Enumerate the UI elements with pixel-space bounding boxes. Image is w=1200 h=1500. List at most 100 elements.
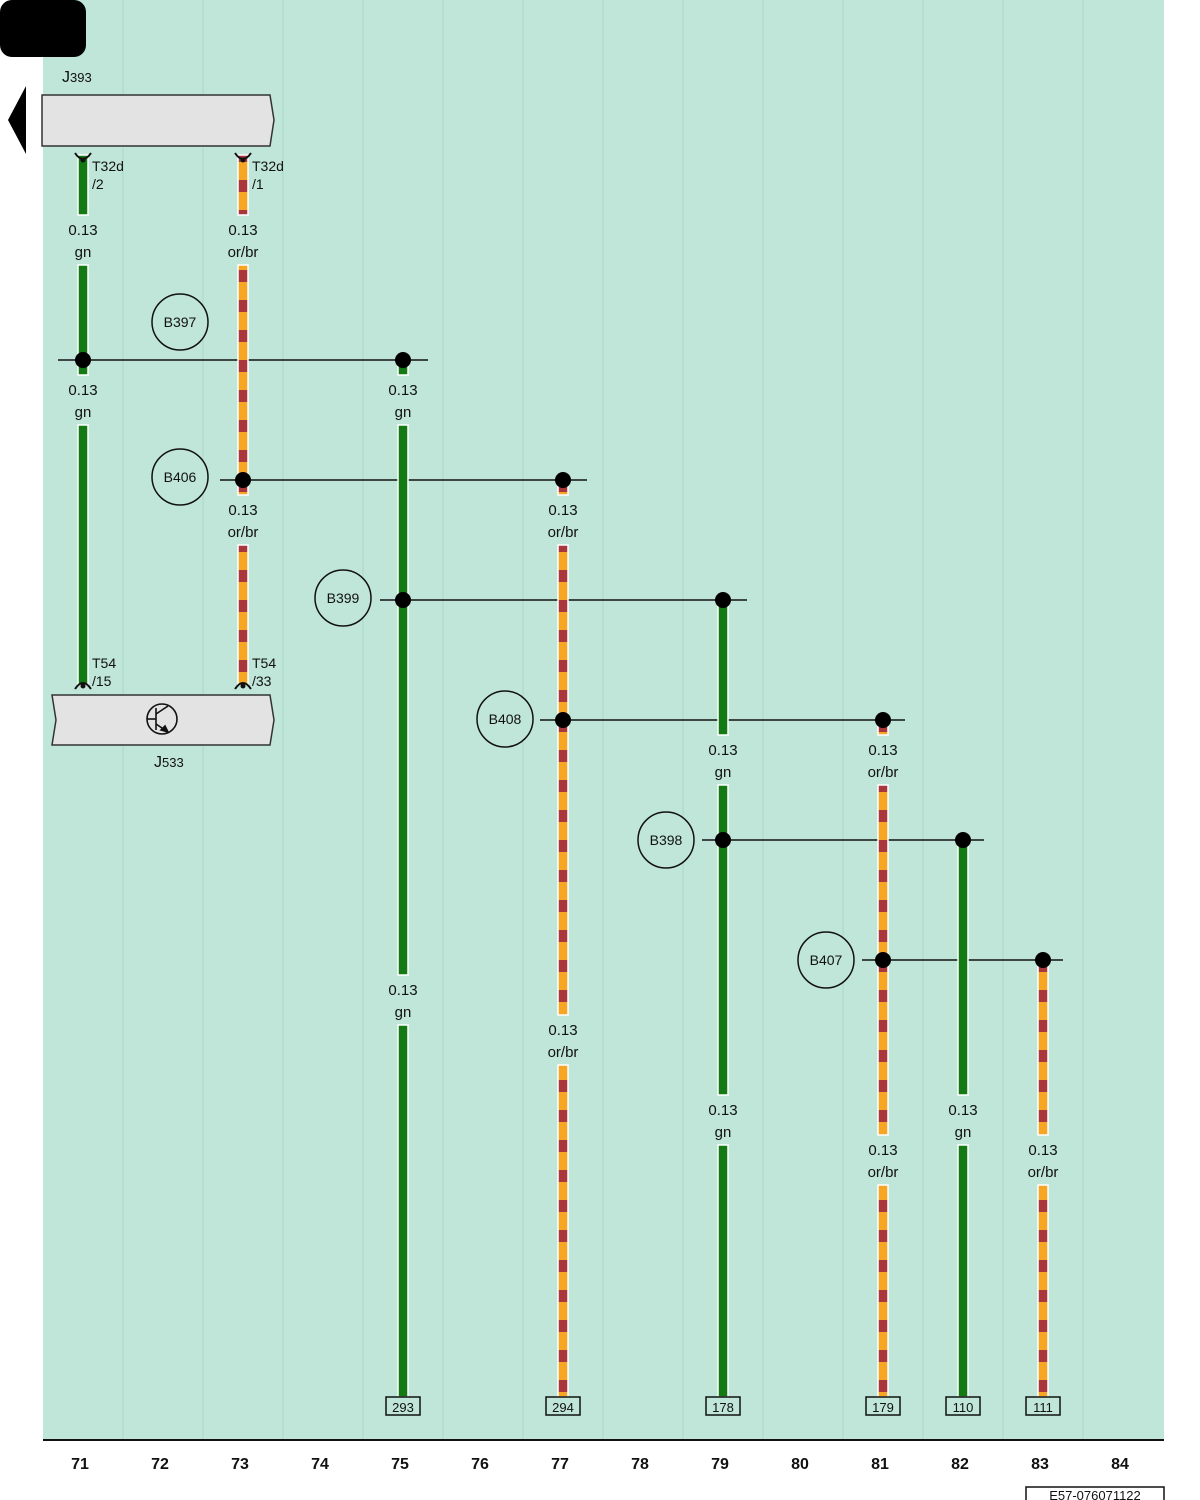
wire-color: or/br [228,524,259,541]
wires [77,154,1049,1398]
component-j533[interactable]: J533 [51,694,275,771]
wire-size: 0.13 [1028,1142,1057,1159]
column-number: 73 [231,1456,249,1473]
pin-label: T32d [252,158,284,174]
component-j533-box [51,694,275,746]
splice-b408[interactable]: B408 [476,690,534,748]
pin-label: T54 [92,655,116,671]
transistor-icon [146,703,178,735]
wire-size: 0.13 [388,382,417,399]
wire-orbr-77c [557,1064,569,1398]
pin-label: /1 [252,176,264,192]
wire-color: gn [715,1124,732,1141]
component-j393[interactable]: J393 [41,69,275,147]
wire-gn-71b [77,264,89,376]
wire-orbr-73b [237,264,249,496]
column-number: 71 [71,1456,89,1473]
wire-size: 0.13 [68,382,97,399]
column-number: 74 [311,1456,329,1473]
wire-size: 0.13 [868,1142,897,1159]
wire-orbr-73c [237,544,249,686]
wire-size: 0.13 [388,982,417,999]
terminal-ref[interactable]: 110 [945,1396,981,1416]
terminal-boxes: 293 294 178 179 110 111 [385,1396,1061,1416]
wire-gn-82a [957,839,969,1096]
wire-color: gn [955,1124,972,1141]
splice-b397[interactable]: B397 [151,293,209,351]
wire-color: or/br [228,244,259,261]
wire-size: 0.13 [948,1102,977,1119]
splice-b398[interactable]: B398 [637,811,695,869]
pin-label: /33 [252,673,272,689]
wire-orbr-81c [877,1184,889,1398]
connector-arc-icon [234,682,252,690]
column-number: 83 [1031,1456,1049,1473]
wire-color: or/br [548,524,579,541]
wire-color: gn [715,764,732,781]
component-j393-box [41,94,275,147]
wire-color: gn [395,404,412,421]
wire-orbr-83b [1037,1184,1049,1398]
wire-size: 0.13 [548,502,577,519]
terminal-ref[interactable]: 111 [1025,1396,1061,1416]
column-number: 75 [391,1456,409,1473]
wire-gn-79a [717,599,729,736]
wire-color: or/br [1028,1164,1059,1181]
wire-size: 0.13 [68,222,97,239]
splice-label: B406 [164,469,197,485]
splice-b399[interactable]: B399 [314,569,372,627]
column-number: 76 [471,1456,489,1473]
connector-arc-icon [74,682,92,690]
reference-code-label: E57-076071122 [1049,1488,1141,1500]
terminal-label: 294 [552,1400,574,1415]
column-number: 80 [791,1456,809,1473]
column-number: 77 [551,1456,569,1473]
wire-size: 0.13 [228,502,257,519]
wire-gn-71c [77,424,89,686]
wire-color: gn [75,404,92,421]
pin-label: T32d [92,158,124,174]
column-number: 72 [151,1456,169,1473]
terminal-label: 111 [1033,1400,1053,1415]
pin-label: /15 [92,673,112,689]
splice-b407[interactable]: B407 [797,931,855,989]
column-number: 78 [631,1456,649,1473]
previous-page-arrow-icon[interactable] [8,86,26,154]
wire-size: 0.13 [548,1022,577,1039]
splice-b406[interactable]: B406 [151,448,209,506]
splice-label: B399 [327,590,360,606]
terminal-ref[interactable]: 179 [865,1396,901,1416]
wire-color: gn [395,1004,412,1021]
pin-label: T54 [252,655,276,671]
terminal-ref[interactable]: 293 [385,1396,421,1416]
terminal-label: 178 [712,1400,734,1415]
terminal-label: 293 [392,1400,414,1415]
pin-labels: T32d /2 T32d /1 T54 /15 T54 /33 [92,158,284,689]
wire-gn-75c [397,1024,409,1398]
wire-orbr-73a [237,154,249,216]
wire-gn-79b [717,784,729,1096]
component-j533-label: J533 [154,754,184,771]
column-number: 79 [711,1456,729,1473]
terminal-ref[interactable]: 294 [545,1396,581,1416]
splice-label: B407 [810,952,843,968]
wire-size: 0.13 [868,742,897,759]
junction-dots [75,352,1051,968]
wire-color: or/br [868,764,899,781]
wire-size: 0.13 [708,1102,737,1119]
splice-label: B408 [489,711,522,727]
terminal-label: 110 [953,1400,974,1415]
wire-gn-75b [397,424,409,976]
terminal-label: 179 [872,1400,894,1415]
reference-code: E57-076071122 [1025,1486,1165,1500]
column-numbers: 71 72 73 74 75 76 77 78 79 80 81 82 83 8… [71,1456,1129,1473]
wire-gn-82b [957,1144,969,1398]
column-number: 82 [951,1456,969,1473]
splice-label: B397 [164,314,197,330]
column-number: 81 [871,1456,889,1473]
component-j393-label: J393 [62,69,92,86]
splice-label: B398 [650,832,683,848]
terminal-ref[interactable]: 178 [705,1396,741,1416]
wire-color: or/br [548,1044,579,1061]
